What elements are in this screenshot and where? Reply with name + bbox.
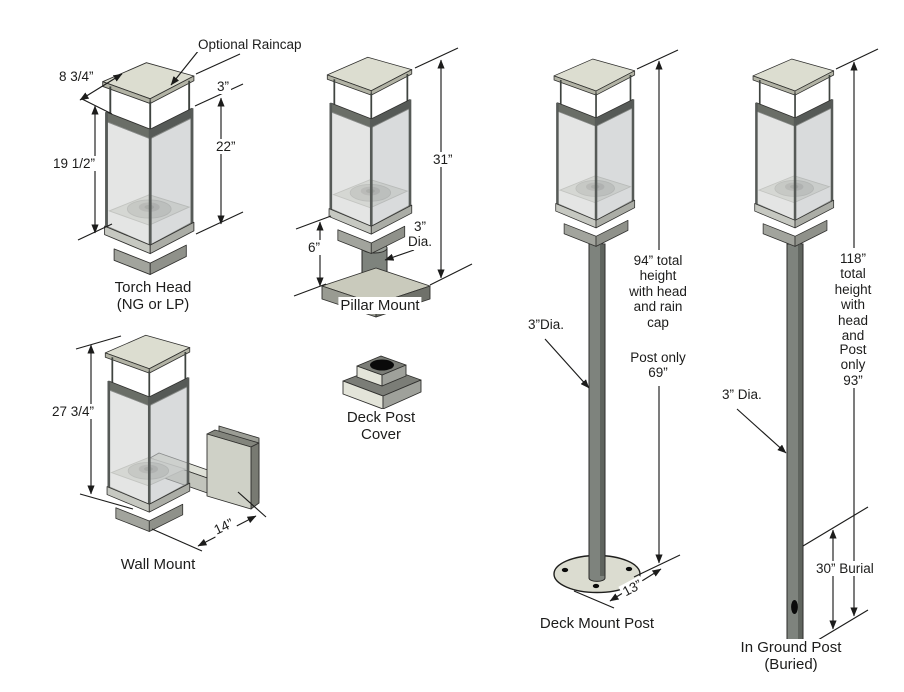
ground-post-only-dim: Post only 93” [827, 342, 879, 389]
figure-deck-post-cover [342, 355, 422, 410]
in-ground-lantern [751, 57, 835, 248]
post-hole [370, 359, 394, 371]
figure-in-ground-post [736, 48, 879, 650]
pillar-mount-caption: Pillar Mount [338, 297, 422, 315]
ground-post-dia-dim: 3” Dia. [720, 387, 764, 403]
wall-height-dim: 27 3/4” [50, 404, 97, 420]
pillar-overall-dim: 31” [431, 152, 455, 168]
gas-inlet-hole [791, 600, 798, 614]
torch-glass-height-dim: 19 1/2” [51, 156, 98, 172]
wall-mount-lantern [103, 333, 192, 533]
deck-post-cover-caption: Deck Post Cover [344, 409, 418, 444]
grade-line [802, 506, 869, 547]
figure-wall-mount [75, 333, 267, 552]
torch-cap-width-dim: 8 3/4” [57, 69, 96, 85]
torch-cap-drop-dim: 3” [215, 79, 232, 95]
deck-post-lantern [552, 57, 636, 248]
pillar-mount-dimensions [293, 47, 473, 297]
wall-mount-caption: Wall Mount [118, 556, 198, 574]
deck-post-dia-dim: 3”Dia. [526, 317, 567, 333]
figure-pillar-mount [293, 47, 473, 318]
deck-mount-post-caption: Deck Mount Post [537, 615, 657, 633]
optional-raincap-note: Optional Raincap [196, 37, 304, 53]
pillar-mount-lantern [325, 55, 414, 255]
raincap-leader-arrow [170, 49, 200, 86]
torch-head-caption: Torch Head (NG or LP) [112, 279, 194, 314]
figure-deck-mount-post [544, 49, 681, 609]
in-ground-dimensions [736, 48, 879, 650]
torch-head-lantern [101, 61, 196, 276]
in-ground-post-caption: In Ground Post (Buried) [738, 639, 844, 674]
deck-post-only-dim: Post only 69” [628, 350, 688, 381]
pillar-stub-height-dim: 6” [306, 240, 323, 256]
deck-total-height-dim: 94” total height with head and rain cap [627, 253, 689, 330]
ground-burial-dim: 30” Burial [814, 561, 876, 577]
torch-height-dim: 22” [214, 139, 238, 155]
pillar-stub-dia-dim: 3” Dia. [405, 219, 435, 250]
